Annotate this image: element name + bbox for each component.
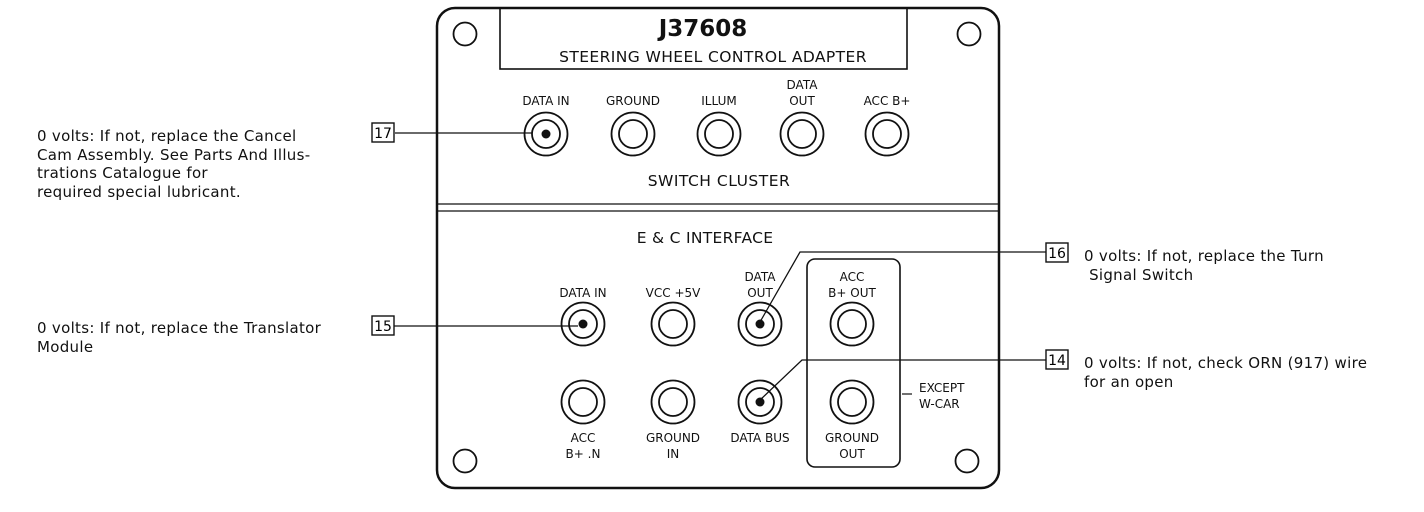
switch-cluster-jack [864,111,910,157]
svg-text:17: 17 [374,126,392,142]
leader-line-14 [759,359,1046,401]
callout-note-15: 0 volts: If not, replace the Translator … [37,319,321,356]
except-w-car-group [806,258,901,468]
callout-badge-16: 16 [1045,242,1069,263]
jack-label: GROUND [606,94,660,108]
note-line: required special lubricant. [37,182,241,201]
jack-label: DATA IN [559,286,606,300]
ec-jack-top [829,301,875,347]
jack-label: OUT [789,94,815,108]
svg-text:15: 15 [374,319,392,335]
note-line: Signal Switch [1084,265,1194,284]
jack-label: DATA [787,78,819,92]
note-line: 0 volts: If not, replace the Translator [37,319,322,337]
jack-pin [755,397,765,407]
note-line: trations Catalogue for [37,164,208,182]
note-line: Module [37,337,94,356]
note-line: for an open [1084,372,1174,391]
jack-pin [578,319,588,329]
callout-note-14: 0 volts: If not, check ORN (917) wire fo… [1084,354,1367,391]
switch-cluster-jack [779,111,825,157]
callout-badge-17: 17 [371,122,395,143]
jack-label: GROUND [825,431,879,445]
callout-badge-15: 15 [371,315,395,336]
mounting-screw [954,448,980,474]
svg-text:14: 14 [1048,353,1066,369]
jack-label: OUT [747,286,773,300]
ec-jack-bottom [650,379,696,425]
ec-jack-bottom [560,379,606,425]
jack-label: DATA [745,270,777,284]
mounting-screw [452,21,478,47]
jack-label: ACC [840,270,865,284]
mounting-screw [956,21,982,47]
except-label: W-CAR [919,397,960,411]
ec-jack-bottom [829,379,875,425]
switch-cluster-jack [523,111,569,157]
jack-label: ACC [571,431,596,445]
jack-label: DATA BUS [730,431,789,445]
callout-note-16: 0 volts: If not, replace the Turn Signal… [1084,247,1324,284]
note-line: Cam Assembly. See Parts And Illus- [37,145,311,164]
jack-label: ILLUM [701,94,736,108]
except-label: EXCEPT [919,381,965,395]
note-line: 0 volts: If not, replace the Cancel [37,127,297,145]
switch-cluster-title: SWITCH CLUSTER [648,172,791,190]
note-line: 0 volts: If not, replace the Turn [1084,247,1324,265]
ec-jack-bottom [737,379,783,425]
ec-jack-top [560,301,606,347]
jack-label: OUT [839,447,865,461]
switch-cluster-jack [696,111,742,157]
ec-interface-title: E & C INTERFACE [637,229,774,247]
adapter-title: STEERING WHEEL CONTROL ADAPTER [559,48,867,66]
callout-badge-14: 14 [1045,349,1069,370]
jack-pin [755,319,765,329]
jack-label: GROUND [646,431,700,445]
jack-label: IN [667,447,680,461]
jack-label: B+ .N [566,447,601,461]
jack-label: VCC +5V [646,286,701,300]
callout-note-17: 0 volts: If not, replace the Cancel Cam … [37,127,310,201]
svg-text:16: 16 [1048,246,1066,262]
part-number: J37608 [657,16,748,42]
jack-pin [541,129,551,139]
note-line: 0 volts: If not, check ORN (917) wire [1084,354,1368,372]
mounting-screw [452,448,478,474]
ec-jack-top [650,301,696,347]
title-box [499,7,908,70]
ec-jack-top [737,301,783,347]
adapter-panel [435,6,1001,490]
jack-label: DATA IN [522,94,569,108]
jack-label: B+ OUT [828,286,876,300]
leader-line-16 [759,251,1046,323]
jack-label: ACC B+ [864,94,911,108]
switch-cluster-jack [610,111,656,157]
